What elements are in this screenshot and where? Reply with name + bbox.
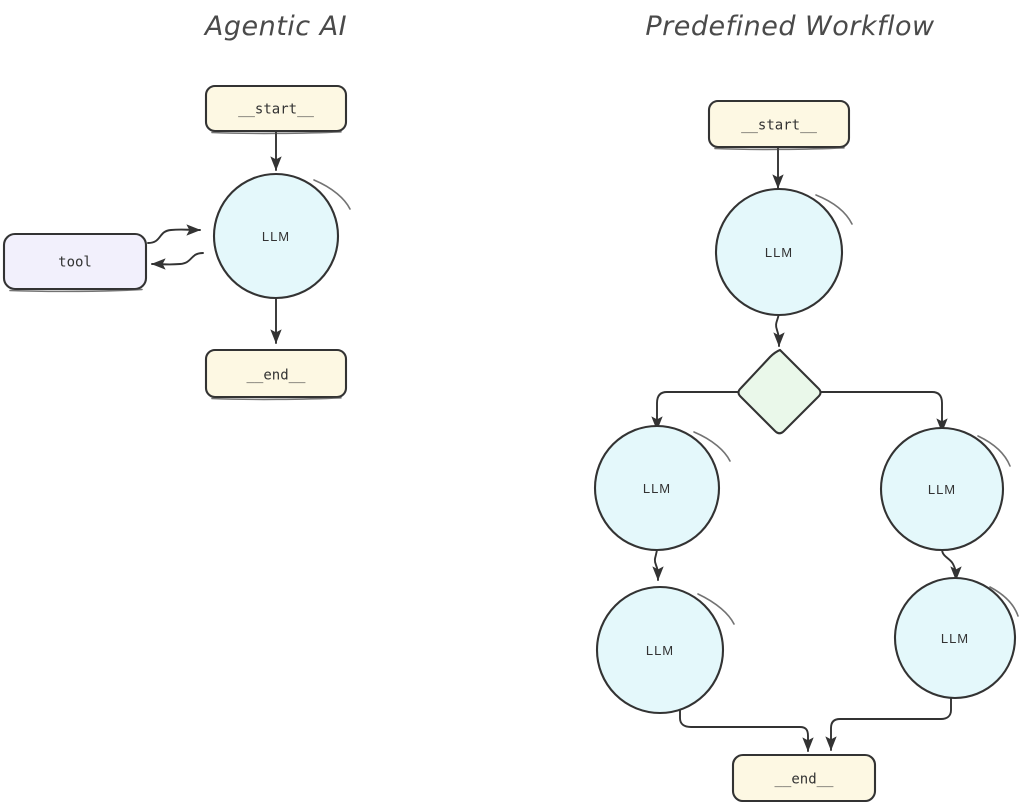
node-agentic-llm[interactable]: LLM bbox=[212, 172, 351, 300]
node-wf-start-shape[interactable] bbox=[707, 99, 851, 149]
node-wf-llm-right-1-sketch bbox=[977, 435, 1011, 467]
node-wf-end-label: __end__ bbox=[774, 772, 834, 788]
node-wf-llm-top-sketch bbox=[815, 194, 853, 225]
node-wf-llm-top-shape[interactable] bbox=[714, 187, 844, 317]
node-wf-llm-right-1[interactable]: LLM bbox=[879, 426, 1011, 552]
node-wf-llm-right-2-sketch bbox=[989, 586, 1019, 617]
edge-wf-decision-to-llm-right-1 bbox=[820, 391, 948, 433]
node-wf-end[interactable]: __end__ bbox=[731, 753, 877, 802]
node-wf-llm-left-1-label: LLM bbox=[643, 481, 671, 496]
agentic-ai-title: Agentic AI bbox=[203, 11, 347, 42]
node-agentic-llm-label: LLM bbox=[262, 229, 290, 244]
edge-llm-to-tool bbox=[151, 252, 204, 270]
node-wf-llm-left-1[interactable]: LLM bbox=[593, 424, 731, 552]
node-agentic-tool-sketch bbox=[9, 288, 143, 293]
node-wf-llm-right-1-label: LLM bbox=[928, 482, 956, 497]
node-wf-start-sketch bbox=[714, 147, 845, 151]
node-agentic-end-label: __end__ bbox=[246, 368, 306, 384]
node-agentic-end-shape[interactable] bbox=[204, 348, 348, 399]
node-agentic-end-sketch bbox=[211, 397, 342, 401]
node-wf-end-shape[interactable] bbox=[731, 753, 877, 802]
predefined-workflow-title: Predefined Workflow bbox=[645, 11, 935, 42]
edge-wf-llm-left-1-to-llm-left-2 bbox=[652, 547, 664, 581]
edge-wf-llm-right-2-to-end bbox=[825, 690, 952, 751]
node-wf-llm-left-1-sketch bbox=[693, 431, 731, 462]
edge-wf-llm-top-to-decision bbox=[773, 310, 785, 347]
edge-wf-decision-to-llm-left-1 bbox=[651, 391, 740, 431]
node-agentic-tool[interactable]: tool bbox=[2, 232, 148, 293]
node-wf-llm-right-2-shape[interactable] bbox=[893, 576, 1017, 700]
node-agentic-tool-label: tool bbox=[58, 255, 92, 271]
node-wf-llm-left-2[interactable]: LLM bbox=[595, 585, 735, 715]
node-wf-decision[interactable] bbox=[737, 348, 822, 435]
node-agentic-start-sketch bbox=[211, 131, 342, 135]
edge-wf-llm-right-1-to-llm-right-2 bbox=[941, 548, 962, 581]
edge-tool-to-llm bbox=[147, 224, 201, 244]
node-wf-decision-shape[interactable] bbox=[737, 348, 822, 435]
node-wf-llm-top[interactable]: LLM bbox=[714, 187, 853, 317]
node-wf-llm-left-2-shape[interactable] bbox=[595, 585, 725, 715]
node-wf-llm-right-1-shape[interactable] bbox=[879, 426, 1005, 552]
edge-wf-llm-left-2-to-end bbox=[679, 703, 814, 752]
node-wf-llm-right-2-label: LLM bbox=[941, 631, 969, 646]
node-wf-start[interactable]: __start__ bbox=[707, 99, 851, 151]
node-agentic-llm-sketch bbox=[313, 179, 351, 210]
diagram-predefined-workflow: Predefined Workflow __start__ bbox=[593, 11, 1019, 802]
node-wf-llm-left-1-shape[interactable] bbox=[593, 424, 721, 552]
node-agentic-end[interactable]: __end__ bbox=[204, 348, 348, 401]
node-agentic-start-shape[interactable] bbox=[204, 84, 348, 133]
node-agentic-tool-shape[interactable] bbox=[2, 232, 148, 291]
node-agentic-start-label: __start__ bbox=[238, 102, 314, 118]
node-agentic-llm-shape[interactable] bbox=[212, 172, 340, 300]
node-wf-llm-left-2-label: LLM bbox=[646, 643, 674, 658]
node-wf-start-label: __start__ bbox=[741, 118, 817, 134]
diagram-agentic-ai: Agentic AI __start__ LLM bbox=[2, 11, 351, 401]
node-wf-llm-top-label: LLM bbox=[765, 245, 793, 260]
node-wf-llm-right-2[interactable]: LLM bbox=[893, 576, 1019, 700]
node-agentic-start[interactable]: __start__ bbox=[204, 84, 348, 135]
node-wf-llm-left-2-sketch bbox=[697, 593, 735, 625]
